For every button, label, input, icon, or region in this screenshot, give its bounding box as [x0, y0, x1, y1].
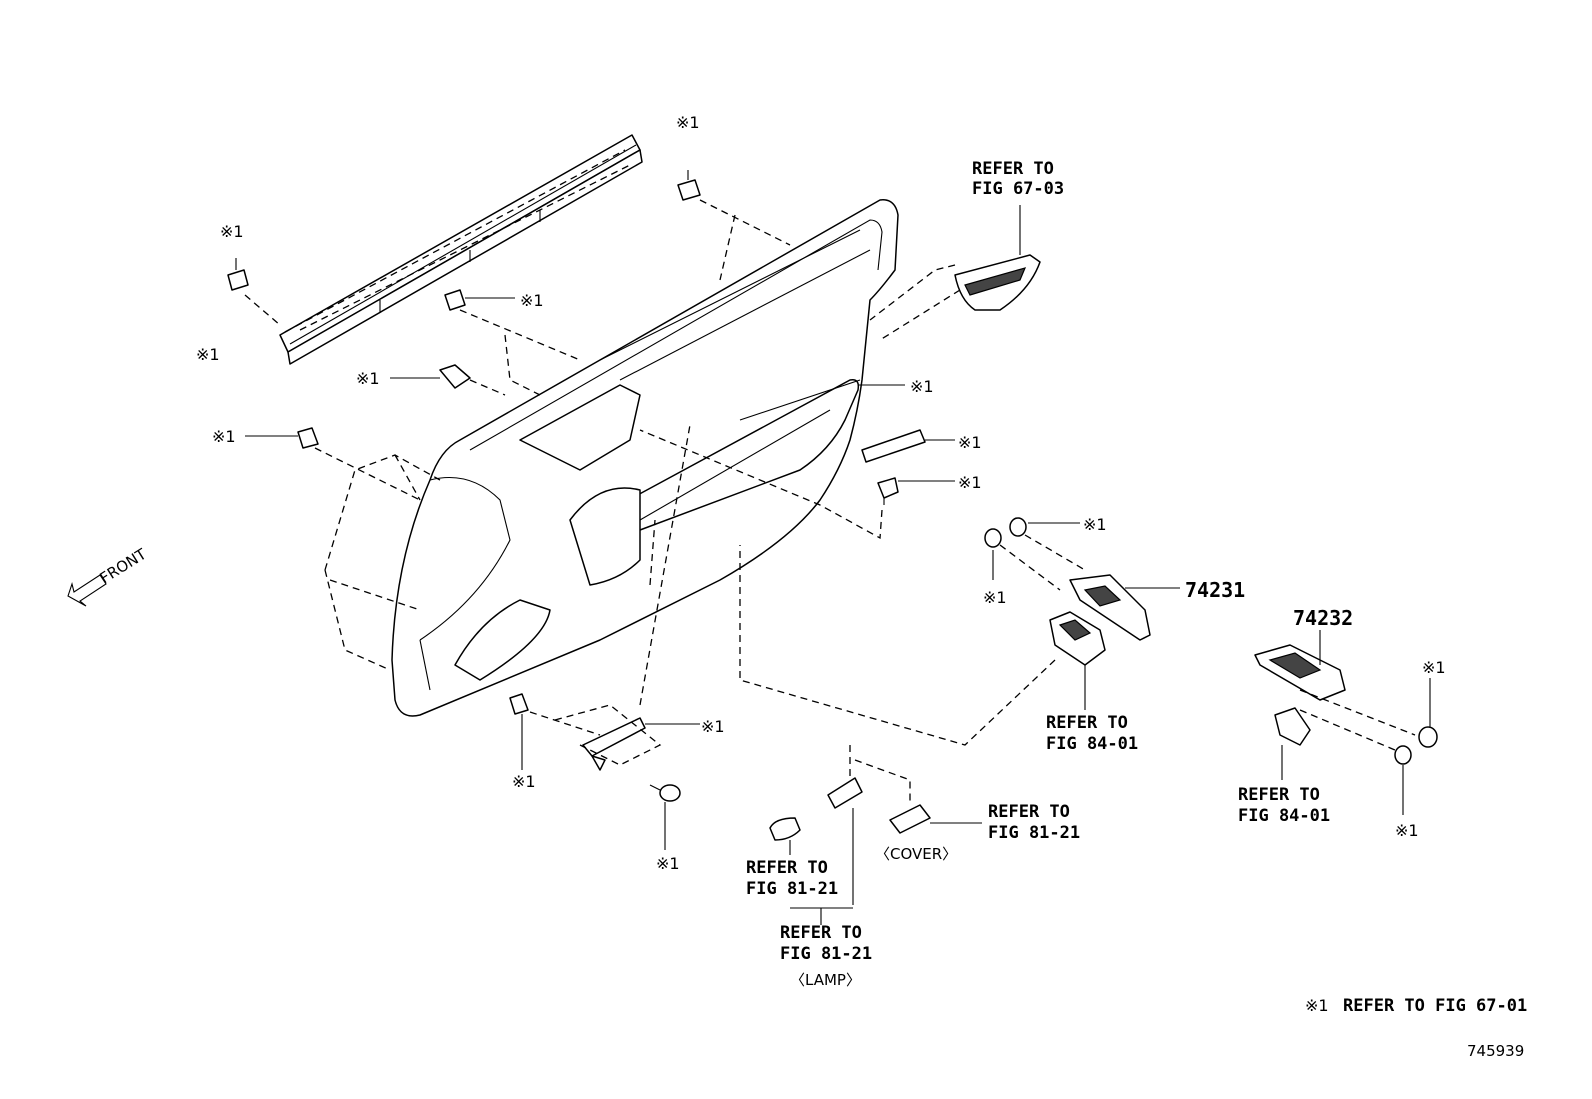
- refer-84-01-right-line1: REFER TO: [1238, 785, 1320, 805]
- inside-handle-bezel: [954, 205, 1041, 311]
- screw-switch-2: [984, 528, 1002, 580]
- clip-mid-upper: [444, 289, 515, 311]
- footnote-mark: ※1: [1305, 996, 1329, 1015]
- clip-top-center: [677, 170, 701, 201]
- door-trim-board: [391, 199, 899, 717]
- callout-clip-top-center: ※1: [676, 113, 700, 132]
- footnote-text: REFER TO FIG 67-01: [1343, 996, 1527, 1016]
- callout-screw-switch-1: ※1: [1083, 515, 1107, 534]
- callout-bracket: ※1: [701, 717, 725, 736]
- front-label: FRONT: [97, 545, 151, 588]
- refer-67-03-line2: FIG 67-03: [972, 179, 1064, 199]
- callout-screw-74232-upper: ※1: [1422, 658, 1446, 677]
- refer-84-01-right-line2: FIG 84-01: [1238, 806, 1330, 826]
- callout-screw-bottom: ※1: [656, 854, 680, 873]
- screw-mid-left: [390, 364, 471, 389]
- switch-base-74231: [1069, 574, 1180, 641]
- callout-weatherstrip: ※1: [196, 345, 220, 364]
- courtesy-lamp-cover: [889, 804, 982, 834]
- callout-clip-mid-upper: ※1: [520, 291, 544, 310]
- pull-handle-bracket: [582, 717, 700, 771]
- refer-84-01-left-line1: REFER TO: [1046, 713, 1128, 733]
- callout-clip-bottom-left: ※1: [512, 772, 536, 791]
- callout-screw-74232-lower: ※1: [1395, 821, 1419, 840]
- refer-81-21-lens-line1: REFER TO: [746, 858, 828, 878]
- armrest-pad: [861, 429, 955, 463]
- refer-81-21-lamp-line2: FIG 81-21: [780, 944, 872, 964]
- callout-screw-armrest: ※1: [958, 473, 982, 492]
- screw-switch-1: [1009, 517, 1080, 537]
- switch-base-74232: [1254, 630, 1346, 701]
- screw-74232-lower: [1394, 745, 1412, 815]
- callout-clip-left: ※1: [212, 427, 236, 446]
- lamp-label: 〈LAMP〉: [790, 971, 861, 989]
- screw-armrest: [877, 477, 955, 505]
- screw-bottom: [649, 784, 681, 850]
- courtesy-lamp-lens: [769, 817, 801, 855]
- callout-clip-top-left: ※1: [220, 222, 244, 241]
- power-window-switch-left: [1049, 611, 1106, 710]
- refer-67-03-line1: REFER TO: [972, 159, 1054, 179]
- part-number-74232: 74232: [1293, 606, 1353, 630]
- belt-weatherstrip: [279, 134, 643, 365]
- part-number-74231: 74231: [1185, 578, 1245, 602]
- callout-door-trim: ※1: [910, 377, 934, 396]
- refer-81-21-cover-line2: FIG 81-21: [988, 823, 1080, 843]
- courtesy-lamp-housing: [827, 777, 863, 905]
- refer-81-21-cover-line1: REFER TO: [988, 802, 1070, 822]
- clip-top-left: [227, 258, 249, 291]
- refer-81-21-lamp-line1: REFER TO: [780, 923, 862, 943]
- callout-screw-switch-2: ※1: [983, 588, 1007, 607]
- clip-bottom-left: [509, 693, 529, 770]
- front-arrow-icon: [67, 574, 107, 607]
- screw-74232-upper: [1418, 678, 1438, 748]
- callout-armrest-pad: ※1: [958, 433, 982, 452]
- callout-screw-mid-left: ※1: [356, 369, 380, 388]
- cover-label: 〈COVER〉: [875, 845, 957, 863]
- refer-84-01-left-line2: FIG 84-01: [1046, 734, 1138, 754]
- illustration-number: 745939: [1467, 1042, 1524, 1060]
- clip-left: [245, 427, 319, 449]
- power-window-switch-right: [1274, 707, 1311, 780]
- refer-81-21-lens-line2: FIG 81-21: [746, 879, 838, 899]
